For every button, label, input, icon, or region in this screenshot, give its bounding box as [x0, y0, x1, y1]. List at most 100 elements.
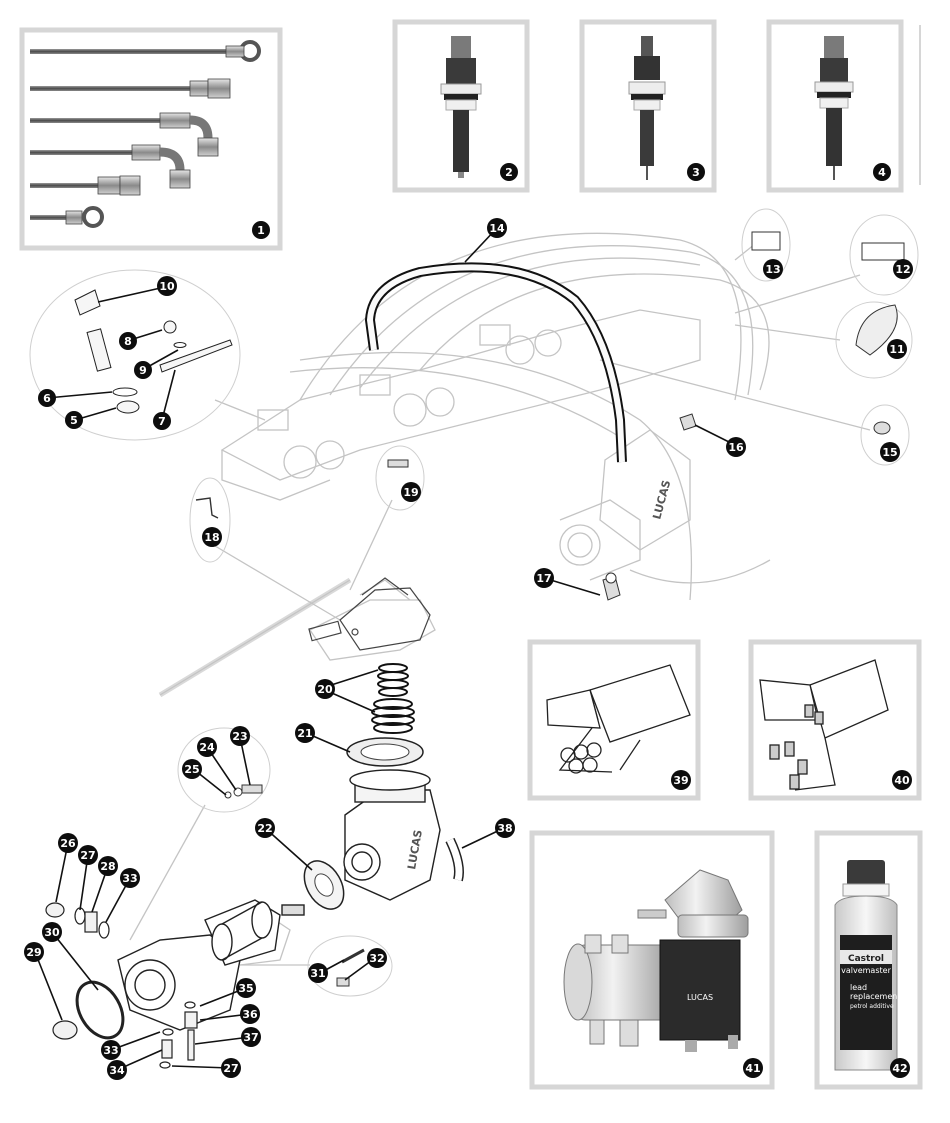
item-16-fitting [679, 413, 697, 431]
kit-40 [759, 659, 889, 791]
bubble-18 [189, 477, 231, 563]
pump-photo: LUCAS [563, 869, 749, 1052]
callout-42: 42 [890, 1058, 910, 1078]
diaphragm-21 [346, 737, 424, 767]
svg-text:4: 4 [878, 166, 886, 179]
callout-18: 18 [202, 527, 222, 547]
svg-text:8: 8 [124, 335, 132, 348]
bubble-15 [860, 404, 910, 466]
callout-38: 38 [495, 818, 515, 838]
callout-12: 12 [893, 259, 913, 279]
pump-upper [308, 577, 431, 651]
svg-text:28: 28 [100, 860, 115, 873]
hose-38 [445, 837, 464, 882]
svg-text:22: 22 [257, 822, 272, 835]
sensor-3 [628, 36, 666, 180]
bottle-brand: Castrol [848, 954, 884, 964]
callout-28: 28 [98, 856, 118, 876]
callout-1: 1 [252, 221, 270, 239]
bubble-bolts [307, 935, 393, 997]
callout-16: 16 [726, 437, 746, 457]
svg-text:21: 21 [297, 727, 312, 740]
callout-27: 27 [78, 845, 98, 865]
svg-text:18: 18 [204, 531, 219, 544]
svg-text:7: 7 [158, 415, 166, 428]
svg-text:30: 30 [44, 926, 60, 939]
svg-text:27: 27 [80, 849, 95, 862]
callout-35: 35 [236, 978, 256, 998]
svg-text:19: 19 [403, 486, 418, 499]
callout-22: 22 [255, 818, 275, 838]
callout-15: 15 [880, 442, 900, 462]
callout-23: 23 [230, 726, 250, 746]
svg-text:32: 32 [369, 952, 384, 965]
housing-brand-upper: LUCAS [650, 479, 673, 521]
svg-text:12: 12 [895, 263, 910, 276]
callout-7: 7 [153, 412, 171, 430]
svg-text:34: 34 [109, 1064, 125, 1077]
svg-text:24: 24 [199, 741, 215, 754]
frame-bottle [814, 830, 923, 1090]
svg-text:33: 33 [103, 1044, 118, 1057]
bubble-11 [835, 301, 913, 379]
callout-9: 9 [134, 361, 152, 379]
frame-sensor-2 [392, 19, 530, 193]
bottle-line-3: petrol additive [850, 1003, 894, 1010]
frame-sensor-4 [766, 19, 904, 193]
svg-text:23: 23 [232, 730, 247, 743]
svg-text:6: 6 [43, 392, 51, 405]
svg-text:5: 5 [70, 414, 78, 427]
callout-17: 17 [534, 568, 554, 588]
left-fittings [74, 289, 233, 414]
svg-text:31: 31 [310, 967, 325, 980]
pump-exploded-bold [117, 769, 441, 1031]
svg-text:10: 10 [159, 280, 175, 293]
callout-11: 11 [887, 339, 907, 359]
svg-text:20: 20 [317, 683, 333, 696]
bubble-13 [741, 208, 791, 282]
additive-bottle: Castrol valvemaster lead replacement pet… [834, 860, 900, 1071]
callout-19: 19 [401, 482, 421, 502]
callout-5: 5 [65, 411, 83, 429]
valve-disc-22 [303, 860, 345, 910]
bubble-19 [375, 445, 425, 511]
sensor-4 [814, 36, 854, 180]
callout-3: 3 [687, 163, 705, 181]
callout-41: 41 [743, 1058, 763, 1078]
callout-26: 26 [58, 833, 78, 853]
kit-39 [546, 664, 691, 774]
svg-text:15: 15 [882, 446, 897, 459]
callout-40: 40 [892, 770, 912, 790]
callout-badges: 1 2 3 4 5 6 7 8 9 10 11 12 13 14 15 16 1… [24, 163, 913, 1080]
callout-33: 33 [120, 868, 140, 888]
photo-frames [19, 19, 923, 1090]
svg-text:42: 42 [892, 1062, 907, 1075]
callout-2: 2 [500, 163, 518, 181]
svg-text:35: 35 [238, 982, 253, 995]
svg-text:29: 29 [26, 946, 41, 959]
bottle-line-1: lead [850, 983, 867, 992]
svg-text:33: 33 [122, 872, 137, 885]
callout-31: 31 [308, 963, 328, 983]
callout-24: 24 [197, 737, 217, 757]
bottle-line-2: replacement [850, 992, 900, 1001]
callout-13: 13 [763, 259, 783, 279]
ghost-manifold [117, 232, 871, 1031]
svg-text:14: 14 [489, 222, 505, 235]
frame-kit-40 [748, 639, 922, 801]
callout-32: 32 [367, 948, 387, 968]
svg-text:27: 27 [223, 1062, 238, 1075]
svg-text:16: 16 [728, 441, 744, 454]
svg-text:38: 38 [497, 822, 512, 835]
callout-10: 10 [157, 276, 177, 296]
pump-photo-brand: LUCAS [687, 993, 713, 1002]
callout-25: 25 [182, 759, 202, 779]
svg-text:13: 13 [765, 263, 780, 276]
bottle-product: valvemaster [841, 966, 891, 975]
item-17-tee [602, 572, 621, 601]
svg-text:41: 41 [745, 1062, 760, 1075]
callout-14: 14 [487, 218, 507, 238]
svg-text:36: 36 [242, 1008, 258, 1021]
svg-text:17: 17 [536, 572, 551, 585]
callout-21: 21 [295, 723, 315, 743]
